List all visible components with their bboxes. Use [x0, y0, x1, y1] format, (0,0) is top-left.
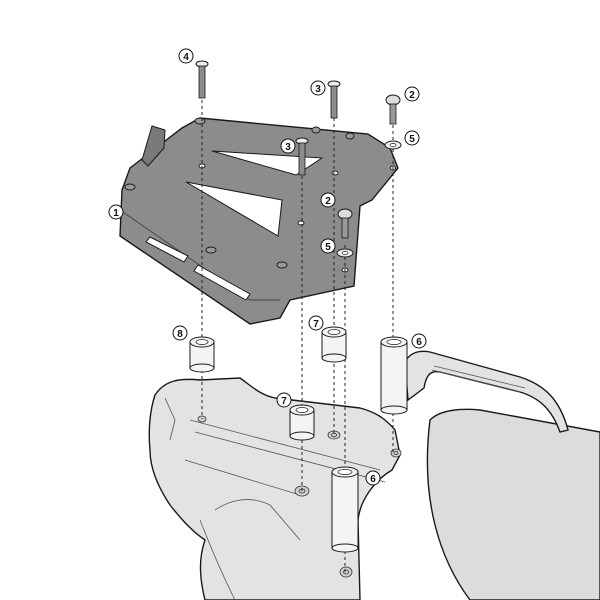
grab-rail: [404, 350, 569, 433]
svg-text:6: 6: [416, 337, 422, 348]
callout-4: 4: [178, 48, 194, 64]
screw-3b: [295, 137, 309, 176]
callouts: 1 4 3 3 2 5 2 5 8 7 7 6 6: [108, 48, 427, 486]
spacer-6b: [331, 466, 359, 553]
svg-text:5: 5: [409, 134, 415, 145]
callout-2b: 2: [320, 192, 336, 208]
svg-text:6: 6: [370, 474, 376, 485]
svg-text:5: 5: [325, 242, 331, 253]
spacer-6a: [380, 336, 408, 415]
callout-1: 1: [108, 204, 124, 220]
callout-7b: 7: [276, 392, 292, 408]
button-screw-2a: [385, 94, 401, 125]
svg-text:2: 2: [409, 90, 415, 101]
svg-text:3: 3: [315, 84, 321, 95]
callout-3b: 3: [280, 138, 296, 154]
washer-5a: [384, 140, 402, 150]
callout-8: 8: [172, 325, 188, 341]
callout-2a: 2: [404, 86, 420, 102]
svg-text:8: 8: [177, 329, 183, 340]
spacer-7b: [289, 404, 315, 441]
frame: [148, 377, 401, 600]
svg-text:7: 7: [313, 319, 319, 330]
spacer-8: [189, 336, 215, 373]
svg-text:2: 2: [325, 196, 331, 207]
callout-5a: 5: [404, 130, 420, 146]
mounting-plate: [119, 117, 399, 325]
svg-text:7: 7: [281, 396, 287, 407]
seat: [426, 408, 600, 600]
button-screw-2b: [337, 208, 353, 239]
screw-4: [195, 60, 209, 99]
callout-5b: 5: [320, 238, 336, 254]
callout-6b: 6: [365, 470, 381, 486]
callout-6a: 6: [411, 333, 427, 349]
callout-3a: 3: [310, 80, 326, 96]
svg-text:4: 4: [183, 52, 189, 63]
screw-3a: [327, 80, 341, 119]
spacer-7a: [321, 326, 347, 363]
svg-text:1: 1: [113, 208, 119, 219]
callout-7a: 7: [308, 315, 324, 331]
washer-5b: [336, 248, 354, 258]
svg-text:3: 3: [285, 142, 291, 153]
